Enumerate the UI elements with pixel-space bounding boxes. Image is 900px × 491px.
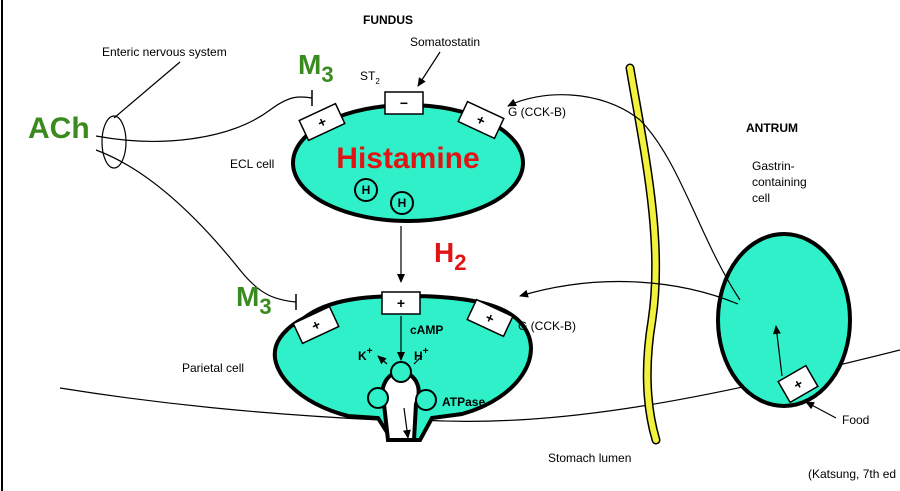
somatostatin-label: Somatostatin	[410, 35, 480, 49]
antrum-label: ANTRUM	[746, 121, 798, 135]
parietal-cell-label: Parietal cell	[182, 361, 244, 375]
histamine-granule-1	[354, 178, 378, 202]
stomach-lumen-label: Stomach lumen	[548, 451, 631, 465]
m3-receptor-ecl: +	[298, 102, 346, 142]
food-arrow	[805, 401, 837, 419]
somatostatin-arrow	[417, 51, 441, 87]
acid-outflow-arrow	[402, 407, 411, 439]
histamine-label: Histamine	[336, 142, 479, 175]
stomach-wall-left	[59, 387, 381, 421]
gastrin-receptor-ecl: +	[457, 100, 505, 140]
g-cckb-label-bottom: G (CCK-B)	[518, 319, 576, 333]
ecl-cell-label: ECL cell	[230, 157, 274, 171]
h2-receptor: +	[381, 291, 421, 315]
atpase-label: ATPase	[442, 395, 485, 409]
gastrin-cell-label-3: cell	[752, 191, 770, 205]
enteric-label: Enteric nervous system	[102, 45, 227, 59]
k-plus-label: K+	[358, 346, 373, 363]
gastrin-stimulus-arrow	[772, 325, 783, 377]
camp-label: cAMP	[410, 323, 443, 337]
gastrin-receptor-parietal: +	[466, 298, 514, 338]
pump-right	[415, 389, 437, 411]
g-cckb-label-top: G (CCK-B)	[508, 105, 566, 119]
yellow-membrane	[627, 65, 659, 443]
st2-label: ST2	[360, 69, 380, 86]
st2-receptor: −	[384, 91, 424, 115]
gastrin-cell-label-1: Gastrin-	[752, 159, 795, 173]
citation-label: (Katsung, 7th ed	[808, 467, 896, 481]
food-label: Food	[842, 413, 869, 427]
h2-label: H2	[434, 237, 466, 275]
ach-label: ACh	[28, 112, 90, 145]
gastrin-cell-label-2: containing	[752, 175, 807, 189]
nerve-to-parietal	[95, 149, 297, 303]
m3-label-bottom: M3	[236, 281, 272, 319]
k-arrow	[377, 355, 388, 365]
fundus-label: FUNDUS	[363, 13, 413, 27]
granule-label-2: H	[398, 196, 407, 210]
food-receptor: +	[777, 364, 819, 404]
proton-pump	[390, 361, 412, 383]
h-arrow	[413, 355, 423, 365]
nerve-to-ecl	[95, 96, 313, 142]
m3-receptor-parietal: +	[292, 305, 340, 345]
nerve-bundle	[101, 115, 127, 169]
m3-label-top: M3	[298, 49, 334, 87]
svg-text:+: +	[397, 295, 405, 311]
gastrin-to-ecl-path	[507, 94, 741, 301]
pump-left	[367, 387, 389, 409]
histamine-granule-2	[390, 191, 414, 215]
gastrin-cell	[716, 232, 852, 408]
enteric-pointer-line	[113, 61, 181, 119]
h-plus-label: H+	[414, 346, 429, 363]
gastrin-to-parietal-path	[519, 280, 739, 305]
svg-text:−: −	[400, 95, 408, 111]
granule-label-1: H	[362, 183, 371, 197]
